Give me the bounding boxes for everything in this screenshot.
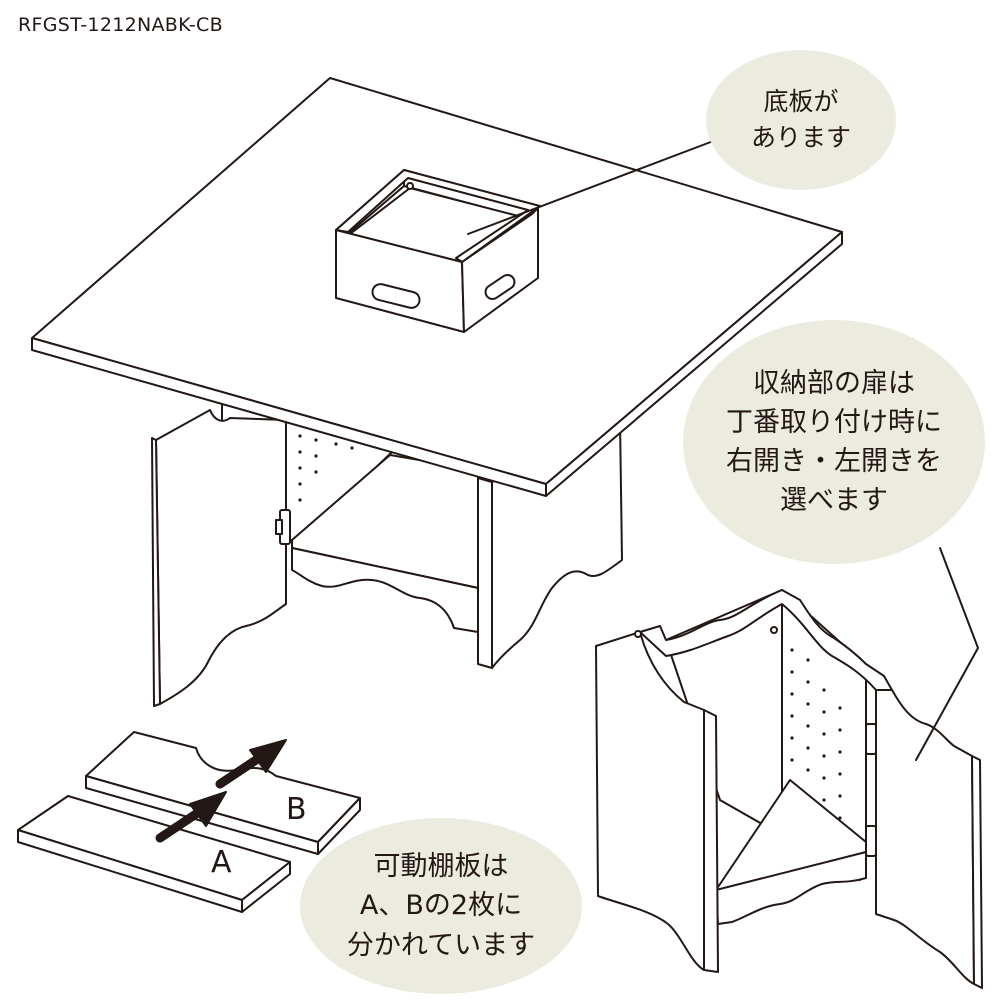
- cabinet-left-door-edge: [151, 437, 161, 707]
- standalone-cabinet: [595, 589, 983, 989]
- drawer-side-handle-icon: [484, 273, 516, 301]
- callout-door-hinge: 収納部の扉は 丁番取り付け時に 右開き・左開きを 選べます: [683, 320, 985, 564]
- callout-line: 可動棚板は: [373, 851, 509, 883]
- callout-line: 分かれています: [346, 929, 536, 961]
- cabinet-plinth: [291, 547, 479, 633]
- drawer-box: [335, 169, 541, 333]
- arrow-a-shaft: [155, 805, 207, 843]
- cabinet-left-door: [155, 409, 287, 705]
- callout-line: 底板が: [763, 86, 839, 116]
- callout-door-hinge-text: 収納部の扉は 丁番取り付け時に 右開き・左開きを 選べます: [726, 364, 942, 521]
- leader-line-door: [915, 547, 979, 761]
- callout-line: 選べます: [780, 485, 888, 517]
- callout-line: A、Bの2枚に: [359, 890, 523, 922]
- shelf-board-b-side: [317, 797, 361, 855]
- shelf-label-b: B: [286, 792, 307, 827]
- callout-bottom-board-text: 底板が あります: [751, 84, 851, 157]
- shelf-board-a-side: [241, 861, 291, 913]
- table-top-right-edge: [545, 231, 843, 497]
- callout-shelves: 可動棚板は A、Bの2枚に 分かれています: [300, 818, 582, 994]
- standalone-right-door: [875, 689, 975, 985]
- shelf-label-a: A: [211, 845, 232, 880]
- standalone-left-panel: [595, 631, 705, 971]
- callout-bottom-board: 底板が あります: [706, 50, 896, 190]
- arrow-a-head-icon: [189, 791, 227, 827]
- shelf-peg-holes: [298, 434, 354, 502]
- callout-line: 右開き・左開きを: [726, 446, 942, 477]
- standalone-left-panel-edge: [703, 709, 719, 973]
- standalone-top-rail: [639, 589, 893, 691]
- standalone-peg-holes: [790, 648, 842, 820]
- standalone-plinth: [715, 851, 867, 925]
- standalone-hole-icon-2: [634, 630, 642, 638]
- arrow-b-head-icon: [249, 739, 287, 773]
- shelf-boards: [17, 731, 361, 913]
- drawer-top-rim: [335, 169, 541, 263]
- drawer-front-handle-icon: [371, 283, 421, 309]
- arrow-b-shaft: [215, 751, 267, 789]
- drawer-right-panel: [461, 207, 539, 333]
- callout-line: 収納部の扉は: [753, 367, 915, 399]
- hinge-lower-icon: [865, 825, 877, 857]
- leader-line-bottom-board: [467, 139, 717, 235]
- drawer-hole-icon: [406, 182, 414, 190]
- callout-shelves-text: 可動棚板は A、Bの2枚に 分かれています: [347, 847, 535, 964]
- callout-line: あります: [750, 123, 851, 152]
- standalone-right-door-edge: [971, 755, 983, 989]
- model-code: RFGST-1212NABK-CB: [18, 14, 223, 36]
- hinge-upper-icon: [865, 723, 877, 755]
- callout-line: 丁番取り付け時に: [726, 406, 942, 438]
- cabinet-right-side-panel: [477, 477, 493, 669]
- hinge-plate-icon: [275, 519, 283, 535]
- standalone-hole-icon: [770, 626, 778, 634]
